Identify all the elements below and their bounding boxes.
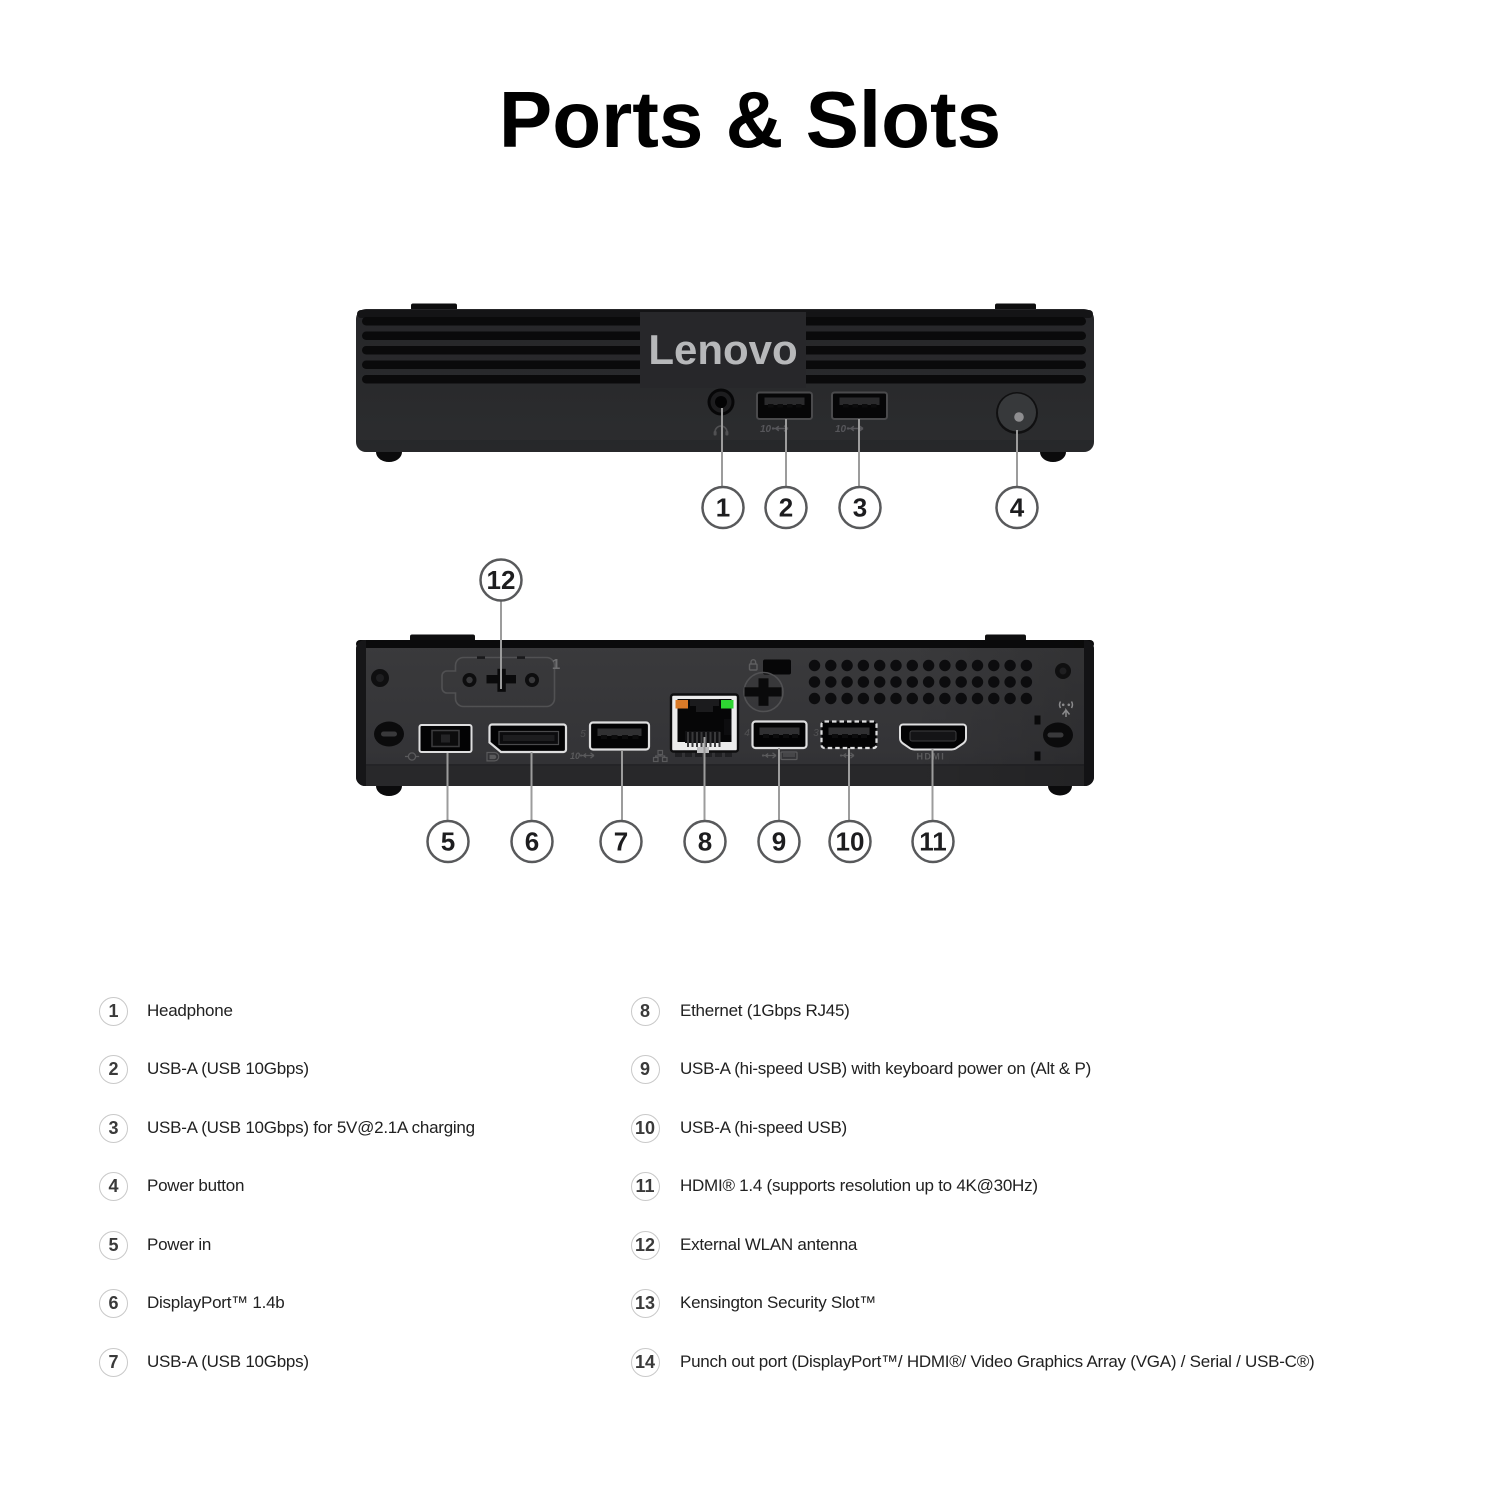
svg-text:6: 6 [525,827,539,857]
svg-text:3: 3 [853,493,867,523]
svg-text:HDMI: HDMI [917,752,946,762]
svg-text:5: 5 [441,827,455,857]
svg-text:7: 7 [614,827,628,857]
svg-text:4: 4 [744,728,750,739]
svg-text:8: 8 [698,827,712,857]
svg-text:1: 1 [552,656,560,673]
svg-text:4: 4 [1010,493,1025,523]
svg-text:Lenovo: Lenovo [648,326,797,373]
svg-text:11: 11 [919,827,947,857]
svg-text:10: 10 [835,424,847,435]
svg-text:10: 10 [836,827,865,857]
svg-text:9: 9 [772,827,786,857]
svg-text:10: 10 [570,751,580,761]
svg-text:5: 5 [580,729,586,740]
svg-text:10: 10 [760,424,772,435]
svg-text:1: 1 [716,493,730,523]
svg-text:2: 2 [779,493,793,523]
svg-text:12: 12 [487,565,516,595]
svg-text:3: 3 [813,728,819,739]
